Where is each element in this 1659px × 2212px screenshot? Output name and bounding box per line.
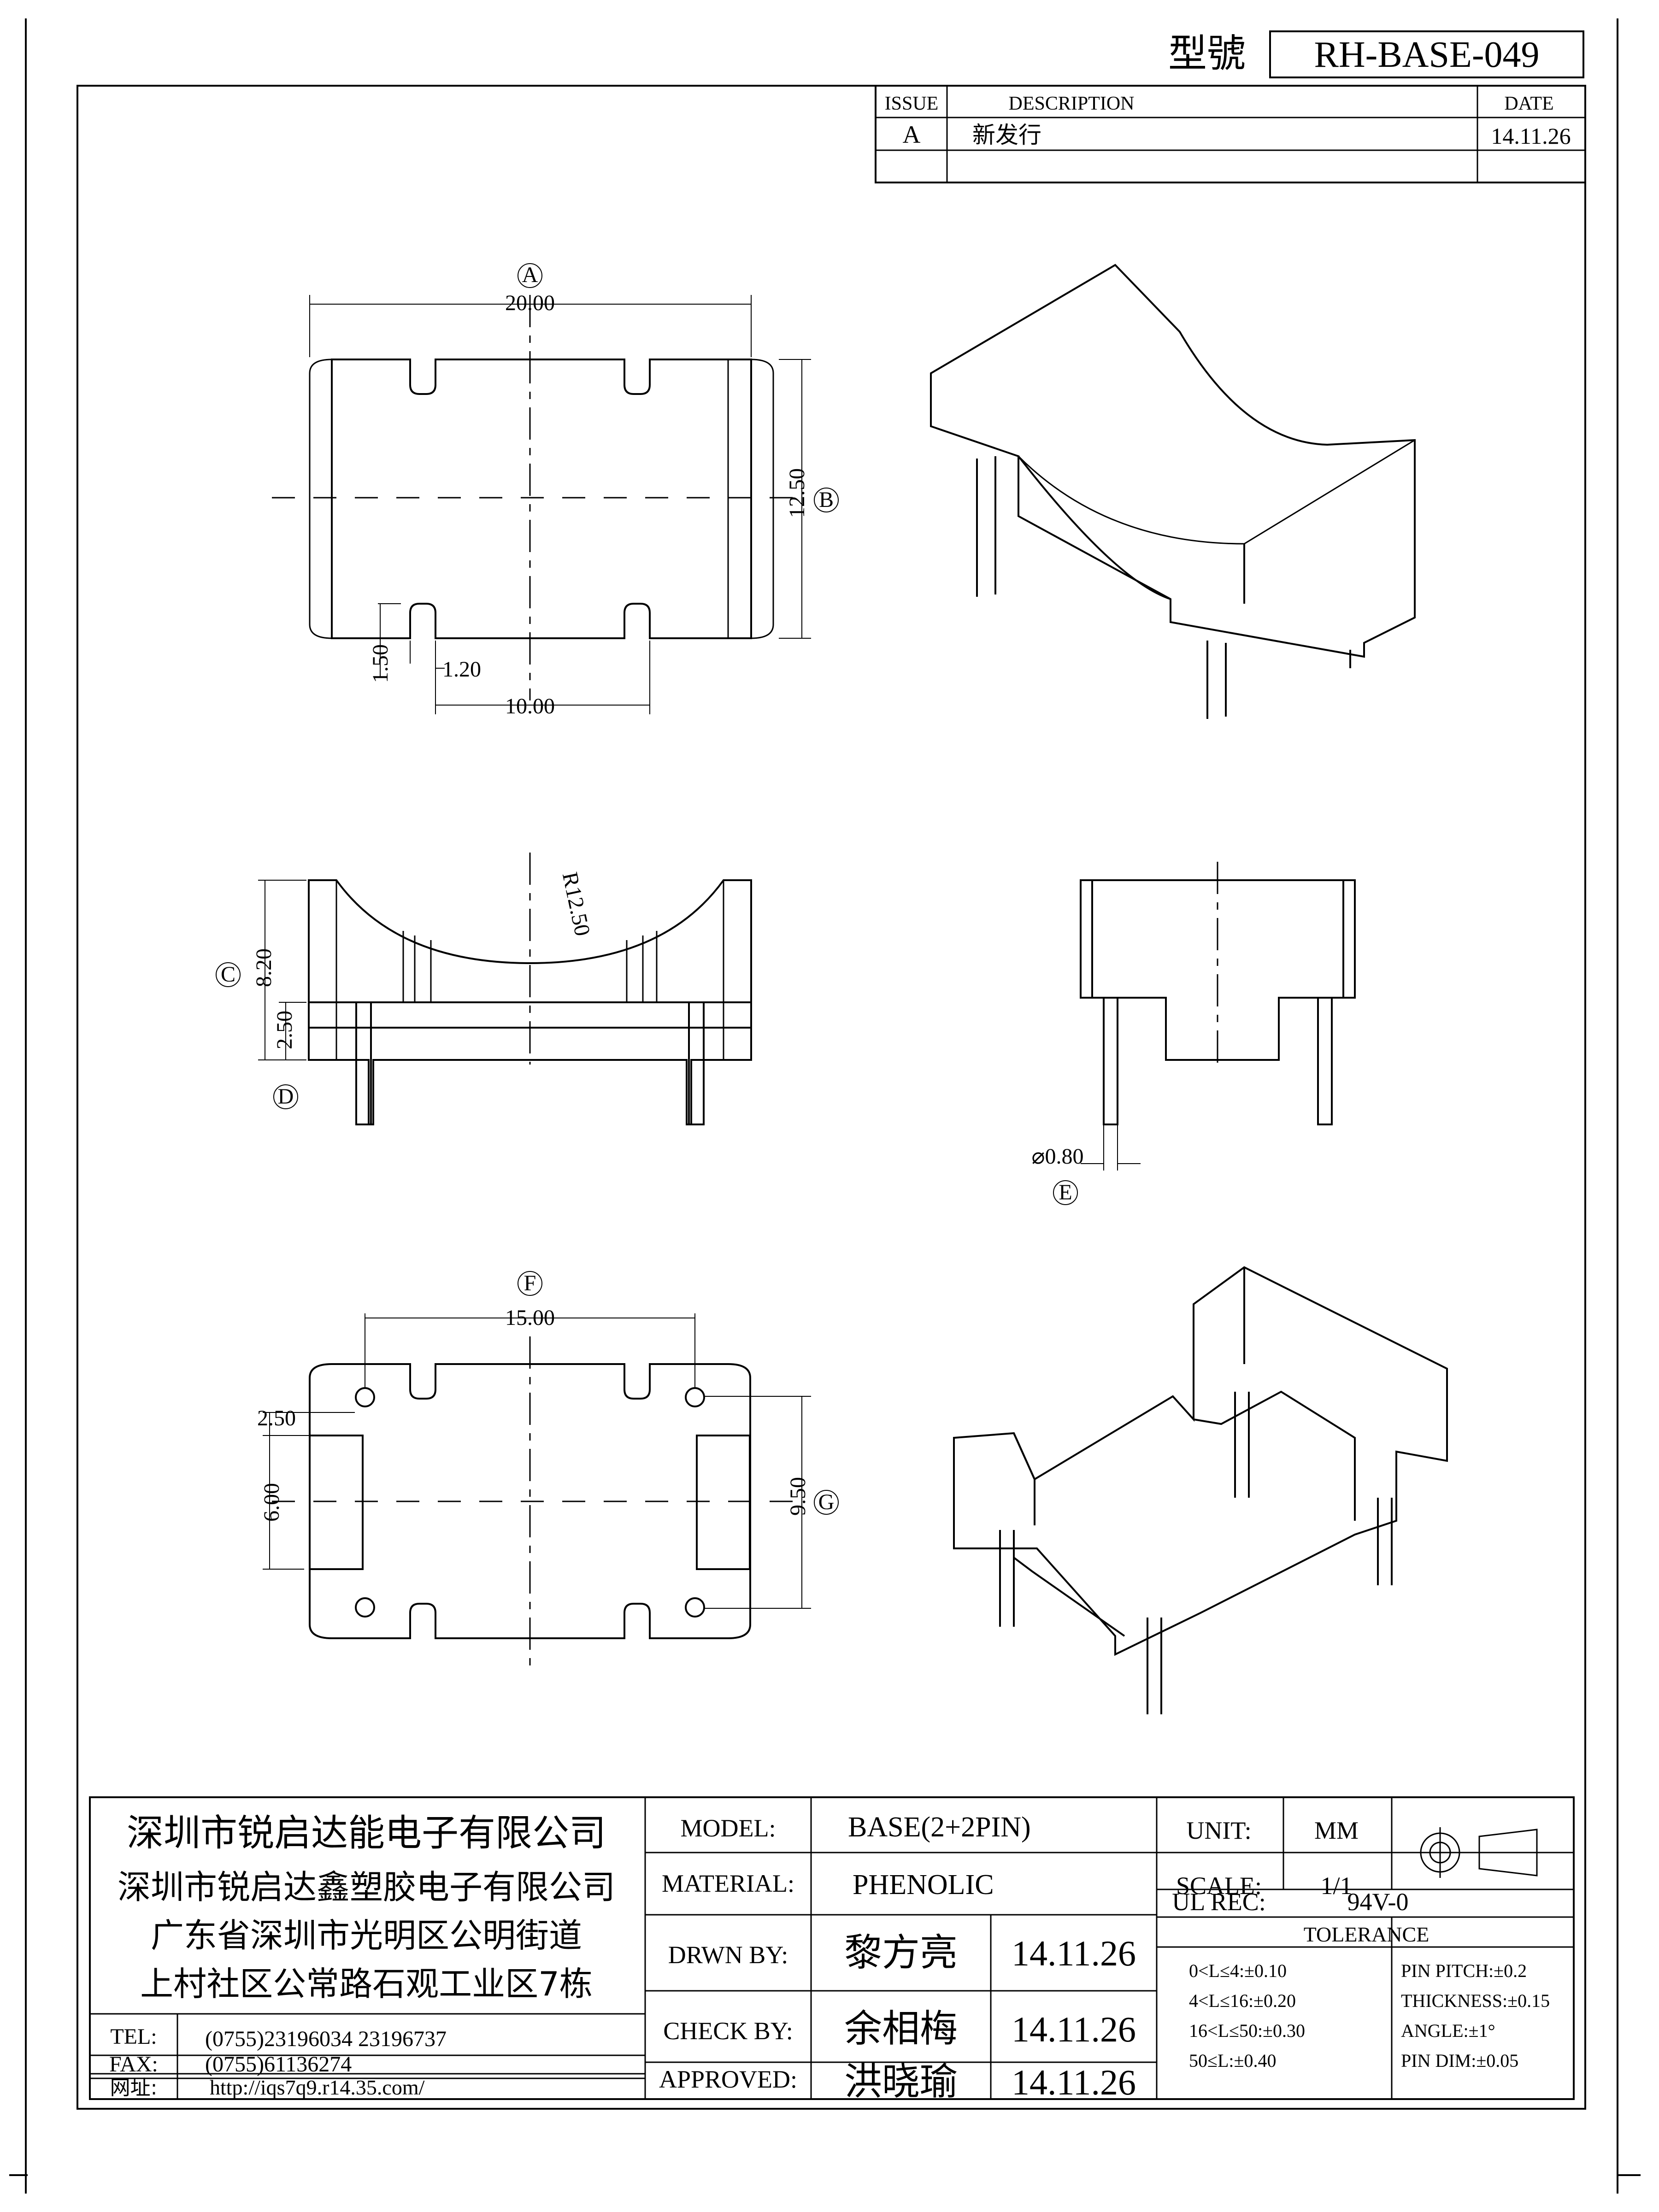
- tag-e: E: [1059, 1180, 1072, 1205]
- drawn-label: DRWN BY:: [668, 1941, 788, 1969]
- tel-label: TEL:: [110, 2024, 157, 2049]
- approved-label: APPROVED:: [659, 2065, 797, 2093]
- scale-value: 1/1: [1320, 1872, 1352, 1900]
- tol-other-3: ANGLE:±1°: [1401, 2020, 1495, 2041]
- tolerance-label: TOLERANCE: [1304, 1923, 1430, 1946]
- dim-leg-height: 2.50: [272, 1011, 297, 1049]
- drawn-by: 黎方亮: [844, 1931, 958, 1975]
- dim-pin-offset: 2.50: [257, 1406, 296, 1430]
- model-label: MODEL:: [681, 1814, 776, 1842]
- tag-g: G: [818, 1490, 835, 1514]
- check-date: 14.11.26: [1012, 2009, 1136, 2049]
- iso-view-bottom: [953, 1266, 1448, 1714]
- rev-header-description: DESCRIPTION: [1008, 93, 1134, 114]
- material-value: PHENOLIC: [853, 1869, 994, 1900]
- ul-value: 94V-0: [1347, 1888, 1408, 1916]
- dim-pin-span: 15.00: [505, 1306, 555, 1330]
- tol-other-4: PIN DIM:±0.05: [1401, 2050, 1518, 2071]
- unit-value: MM: [1314, 1817, 1359, 1844]
- rev-header-issue: ISSUE: [885, 93, 939, 114]
- dim-front-height: 8.20: [252, 948, 276, 987]
- tel-value: (0755)23196034 23196737: [205, 2027, 447, 2051]
- projection-symbol: [1412, 1827, 1551, 1878]
- tol-length-4: 50≤L:±0.40: [1189, 2050, 1276, 2071]
- material-label: MATERIAL:: [662, 1870, 794, 1897]
- tol-length-1: 0<L≤4:±0.10: [1189, 1960, 1287, 1981]
- tol-length-3: 16<L≤50:±0.30: [1189, 2020, 1305, 2041]
- fax-label: FAX:: [109, 2052, 158, 2077]
- rev-issue: A: [903, 121, 921, 148]
- tag-d: D: [278, 1084, 294, 1109]
- fax-value: (0755)61136274: [205, 2052, 352, 2077]
- tol-other-2: THICKNESS:±0.15: [1401, 1990, 1550, 2011]
- check-by: 余相梅: [844, 2007, 958, 2051]
- dim-slot-pitch: 10.00: [505, 694, 555, 718]
- ul-label: UL REC:: [1172, 1888, 1266, 1916]
- dim-height: 12.50: [785, 468, 809, 518]
- web-value: http://iqs7q9.r14.35.com/: [210, 2076, 425, 2099]
- tol-length-2: 4<L≤16:±0.20: [1189, 1990, 1296, 2011]
- model-value: BASE(2+2PIN): [848, 1812, 1031, 1843]
- iso-view-top: [930, 264, 1416, 719]
- title-block: 深圳市锐启达能电子有限公司 深圳市锐启达鑫塑胶电子有限公司 广东省深圳市光明区公…: [89, 1796, 1575, 2104]
- tag-b: B: [819, 488, 834, 512]
- dim-radius: R12.50: [558, 870, 595, 938]
- bottom-view: F 15.00 2.50 6.00 9.50 G: [257, 1271, 839, 1668]
- dim-slot-depth: 1.50: [368, 644, 393, 683]
- company-line-1: 深圳市锐启达能电子有限公司: [127, 1812, 606, 1854]
- dim-width: 20.00: [505, 291, 555, 315]
- corner-marks: [9, 18, 1641, 2194]
- dim-pin-dia: ⌀0.80: [1032, 1144, 1084, 1169]
- model-number: RH-BASE-049: [1314, 35, 1540, 75]
- dim-slot-width: 1.20: [442, 657, 481, 682]
- tag-c: C: [221, 962, 235, 987]
- side-view: ⌀0.80 E: [1032, 862, 1356, 1205]
- dim-pin-row: 9.50: [786, 1477, 810, 1516]
- check-label: CHECK BY:: [663, 2017, 793, 2045]
- company-line-4: 上村社区公常路石观工业区7栋: [140, 1965, 593, 2003]
- web-label: 网址:: [110, 2076, 158, 2100]
- rev-description: 新发行: [972, 122, 1041, 148]
- dim-pad-height: 6.00: [259, 1483, 284, 1522]
- drawn-date: 14.11.26: [1012, 1933, 1136, 1973]
- revision-table: ISSUE DESCRIPTION DATE A 新发行 14.11.26: [875, 85, 1586, 183]
- drawing-border: [76, 85, 1586, 2110]
- scale-label: SCALE:: [1176, 1872, 1262, 1900]
- tol-other-1: PIN PITCH:±0.2: [1401, 1960, 1527, 1981]
- approved-date: 14.11.26: [1012, 2062, 1136, 2102]
- approved-by: 洪晓瑜: [844, 2060, 958, 2104]
- front-view: 8.20 2.50 C D R12.50: [216, 853, 752, 1125]
- tag-a: A: [522, 263, 538, 287]
- rev-date: 14.11.26: [1491, 123, 1571, 149]
- model-header: 型號 RH-BASE-049: [1168, 30, 1584, 78]
- rev-header-date: DATE: [1504, 93, 1553, 114]
- company-line-3: 广东省深圳市光明区公明街道: [151, 1916, 582, 1955]
- top-view: A 20.00 12.50 B 1.50 1.20 10.00: [272, 263, 839, 718]
- unit-label: UNIT:: [1186, 1817, 1251, 1844]
- tag-f: F: [524, 1271, 536, 1295]
- company-line-2: 深圳市锐启达鑫塑胶电子有限公司: [118, 1868, 615, 1906]
- model-header-label: 型號: [1168, 31, 1246, 76]
